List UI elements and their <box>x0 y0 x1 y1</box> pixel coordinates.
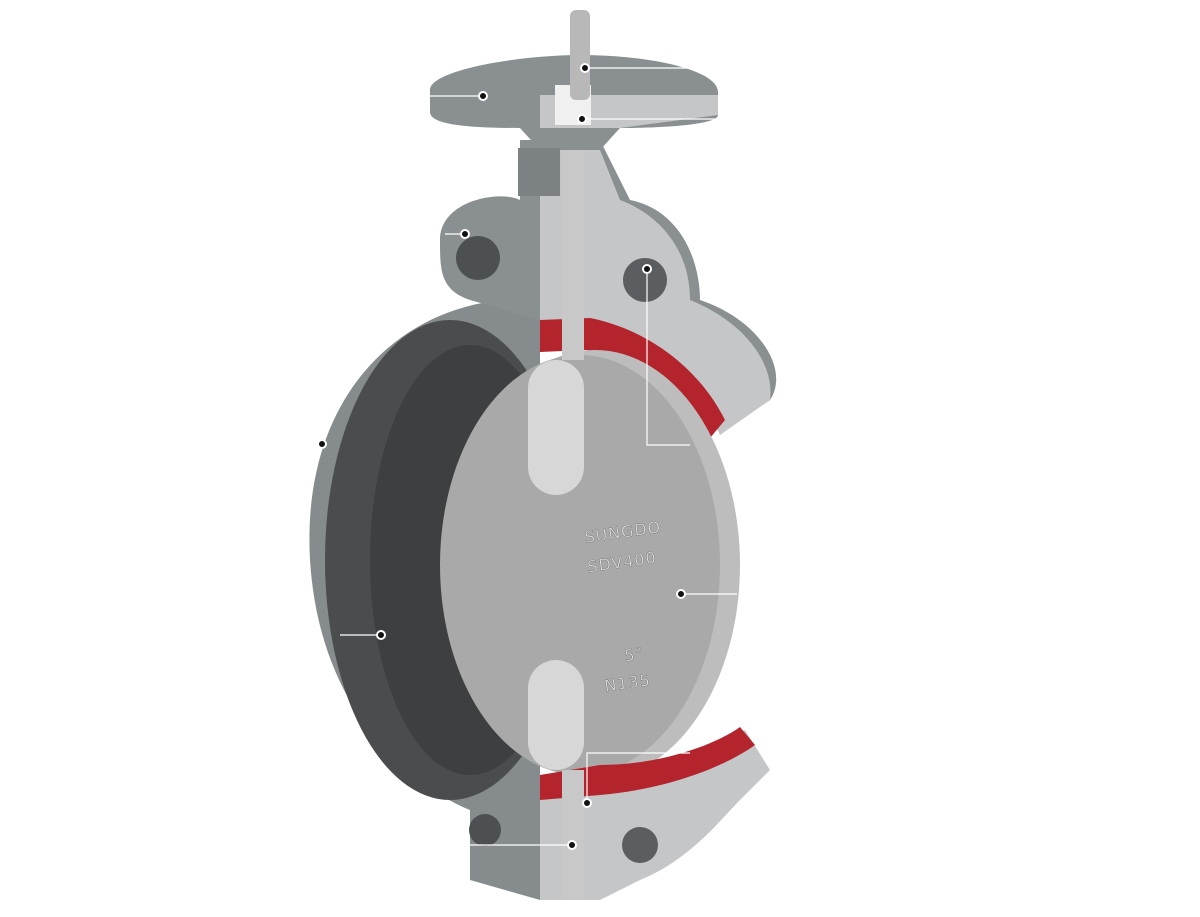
callout-dot-bushing <box>577 114 587 124</box>
callout-dot-lower-bushing <box>582 798 592 808</box>
brand-logo <box>518 148 560 196</box>
seal-lower <box>540 727 755 800</box>
callout-dot-neck-hole <box>460 229 470 239</box>
disc <box>440 355 720 775</box>
seal-upper <box>540 318 725 438</box>
neck-hole <box>456 236 500 280</box>
disc-hub-upper <box>528 360 584 495</box>
disc-marking-size: 5" <box>623 644 645 666</box>
callout-dot-body <box>317 439 327 449</box>
callout-line-lower-bushing <box>586 752 690 803</box>
callout-line-lug-hole <box>646 269 690 446</box>
callout-dot-lug-hole <box>642 264 652 274</box>
stem <box>562 140 584 360</box>
callout-dot-top-flange <box>478 91 488 101</box>
callout-dot-stem <box>580 63 590 73</box>
callout-dot-seat-liner <box>376 630 386 640</box>
lug-hole <box>623 258 667 302</box>
lower-stem <box>562 770 584 900</box>
disc-hub-lower <box>528 660 584 770</box>
callout-dot-disc <box>676 589 686 599</box>
callout-dot-lower-stem <box>567 840 577 850</box>
stem-top <box>570 10 590 100</box>
